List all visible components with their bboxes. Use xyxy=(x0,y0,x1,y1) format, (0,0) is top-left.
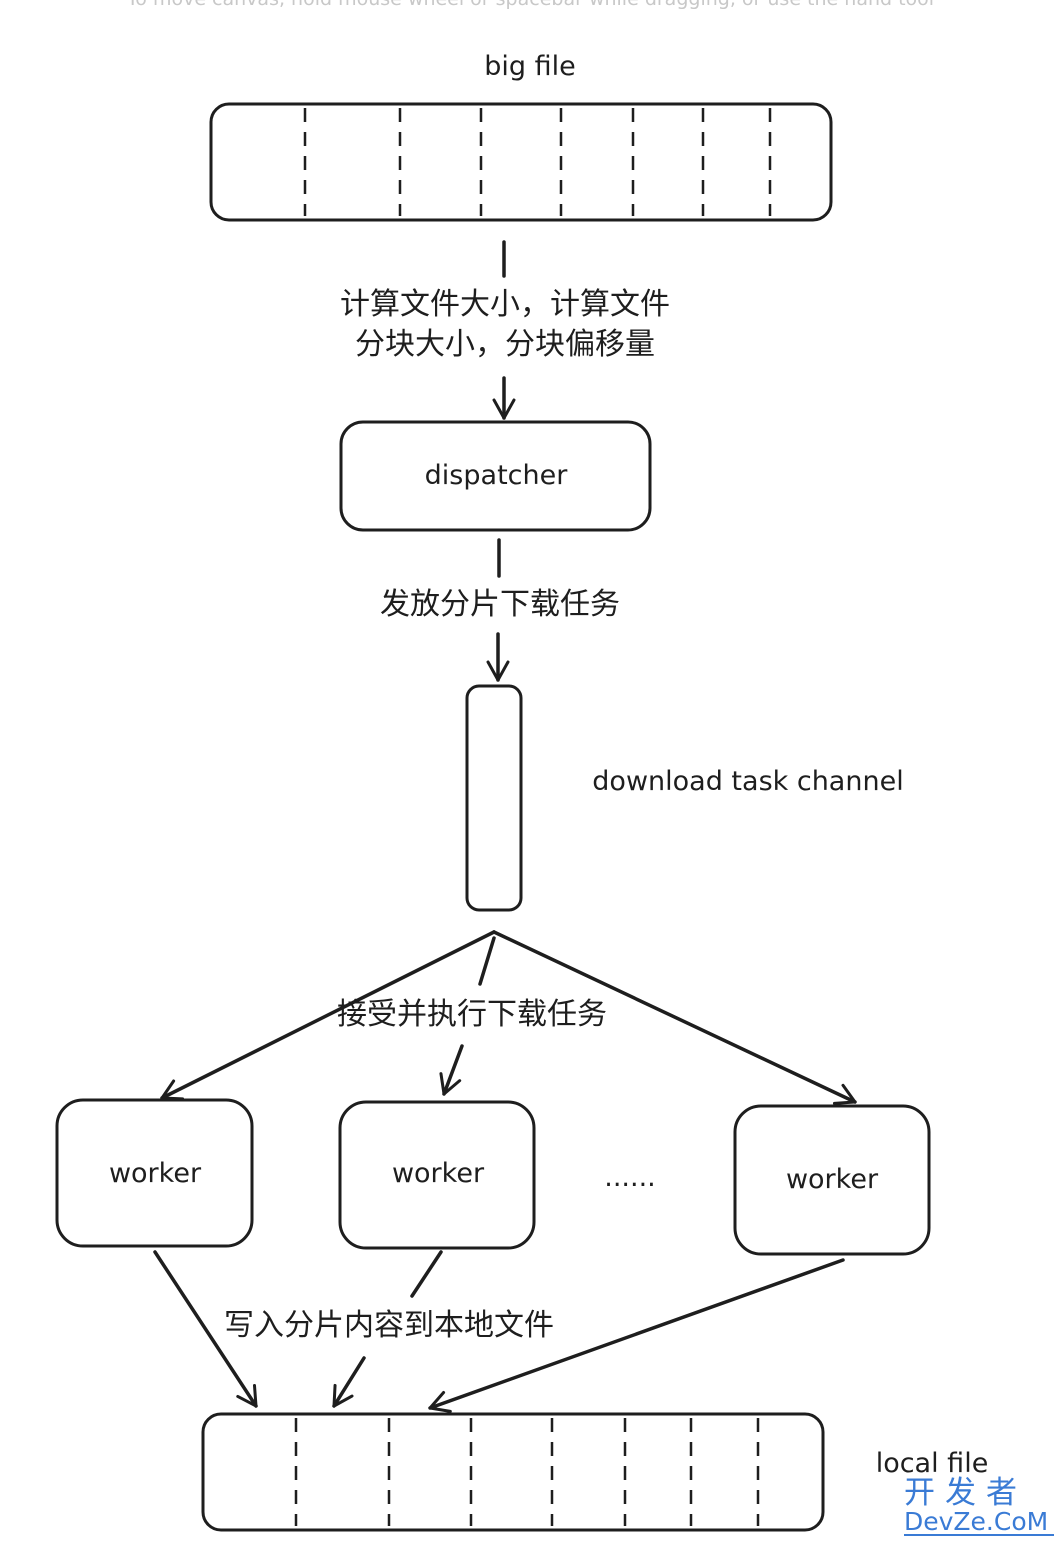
step4-label: 写入分片内容到本地文件 xyxy=(224,1308,554,1343)
arrow-worker-3-to-local-file xyxy=(428,1258,845,1413)
step1-label-line1: 计算文件大小，计算文件 xyxy=(340,287,670,322)
arrow-worker-1-to-local-file xyxy=(153,1250,258,1408)
dispatcher-label: dispatcher xyxy=(425,460,569,491)
step2-label: 发放分片下载任务 xyxy=(380,587,620,622)
local-file-bar xyxy=(201,1412,825,1532)
dispatcher-box xyxy=(339,420,652,532)
arrow-worker-2-to-local-file xyxy=(332,1356,366,1408)
channel-label: download task channel xyxy=(592,766,903,797)
arrow-to-worker-3 xyxy=(492,930,857,1105)
arrow-worker-2-top xyxy=(410,1250,443,1298)
workers-ellipsis: ...... xyxy=(604,1162,656,1193)
worker-1-label: worker xyxy=(109,1158,202,1189)
download-task-channel xyxy=(465,684,523,912)
watermark-site: DevZe.CoM xyxy=(904,1507,1048,1536)
arrow-to-worker-1 xyxy=(160,930,496,1101)
worker-3-label: worker xyxy=(786,1164,879,1195)
big-file-bar xyxy=(209,102,833,222)
canvas-hint: To move canvas, hold mouse wheel or spac… xyxy=(0,0,1061,10)
local-file-label: local file xyxy=(876,1448,989,1479)
worker-2-label: worker xyxy=(392,1158,485,1189)
arrow-to-worker-2-top xyxy=(478,936,496,986)
step1-label-line2: 分块大小，分块偏移量 xyxy=(355,327,655,362)
arrow-to-worker-2 xyxy=(439,1044,464,1096)
worker-1-box xyxy=(55,1098,254,1248)
worker-3-box xyxy=(733,1104,931,1256)
worker-2-box xyxy=(338,1100,536,1250)
watermark-cn: 开发者 xyxy=(904,1475,1027,1511)
big-file-label: big file xyxy=(484,51,575,82)
step3-label: 接受并执行下载任务 xyxy=(337,997,607,1032)
